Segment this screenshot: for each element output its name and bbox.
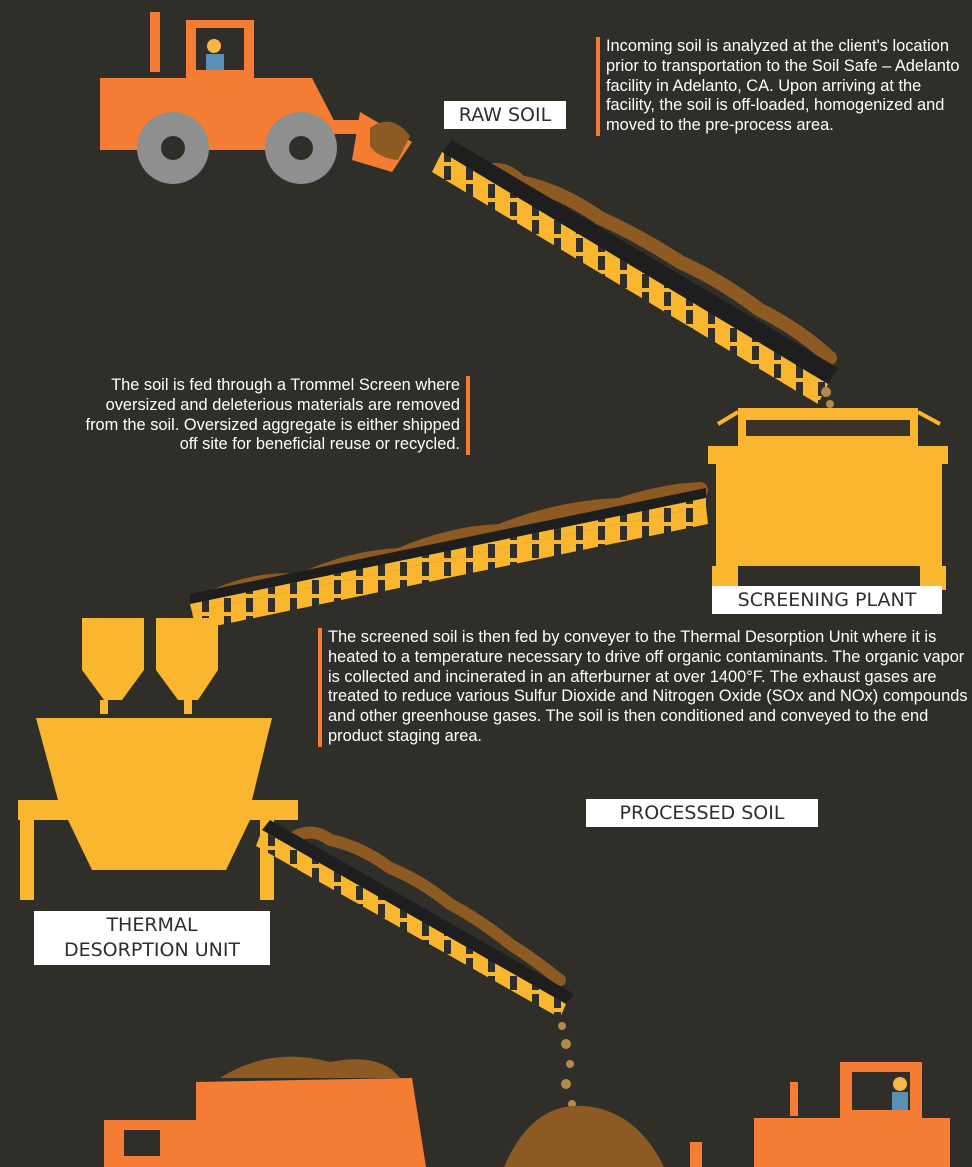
raw-soil-label: RAW SOIL [444, 101, 566, 129]
screening-plant-label: SCREENING PLANT [712, 586, 942, 614]
thermal-label-line-2: DESORPTION UNIT [63, 939, 241, 961]
wheel-loader-icon [100, 12, 412, 184]
conveyor-icon [432, 140, 838, 408]
thermal-note: The screened soil is then fed by conveye… [318, 628, 972, 747]
thermal-desorption-unit-icon [18, 618, 298, 900]
soil-pile-icon [504, 1105, 664, 1167]
processed-soil-label: PROCESSED SOIL [586, 799, 818, 827]
bulldozer-icon [690, 1062, 950, 1167]
conveyor-icon [256, 820, 576, 1108]
thermal-desorption-unit-label: THERMAL DESORPTION UNIT [34, 911, 270, 965]
dump-truck-icon [104, 1056, 426, 1167]
intake-note: Incoming soil is analyzed at the client'… [596, 37, 972, 136]
screening-plant-icon [708, 408, 948, 590]
thermal-label-line-1: THERMAL [106, 914, 198, 936]
screening-plant-text: SCREENING PLANT [737, 589, 917, 611]
processed-soil-text: PROCESSED SOIL [619, 802, 785, 824]
screening-note: The soil is fed through a Trommel Screen… [76, 376, 470, 456]
raw-soil-text: RAW SOIL [458, 104, 552, 126]
conveyor-icon [190, 482, 708, 630]
